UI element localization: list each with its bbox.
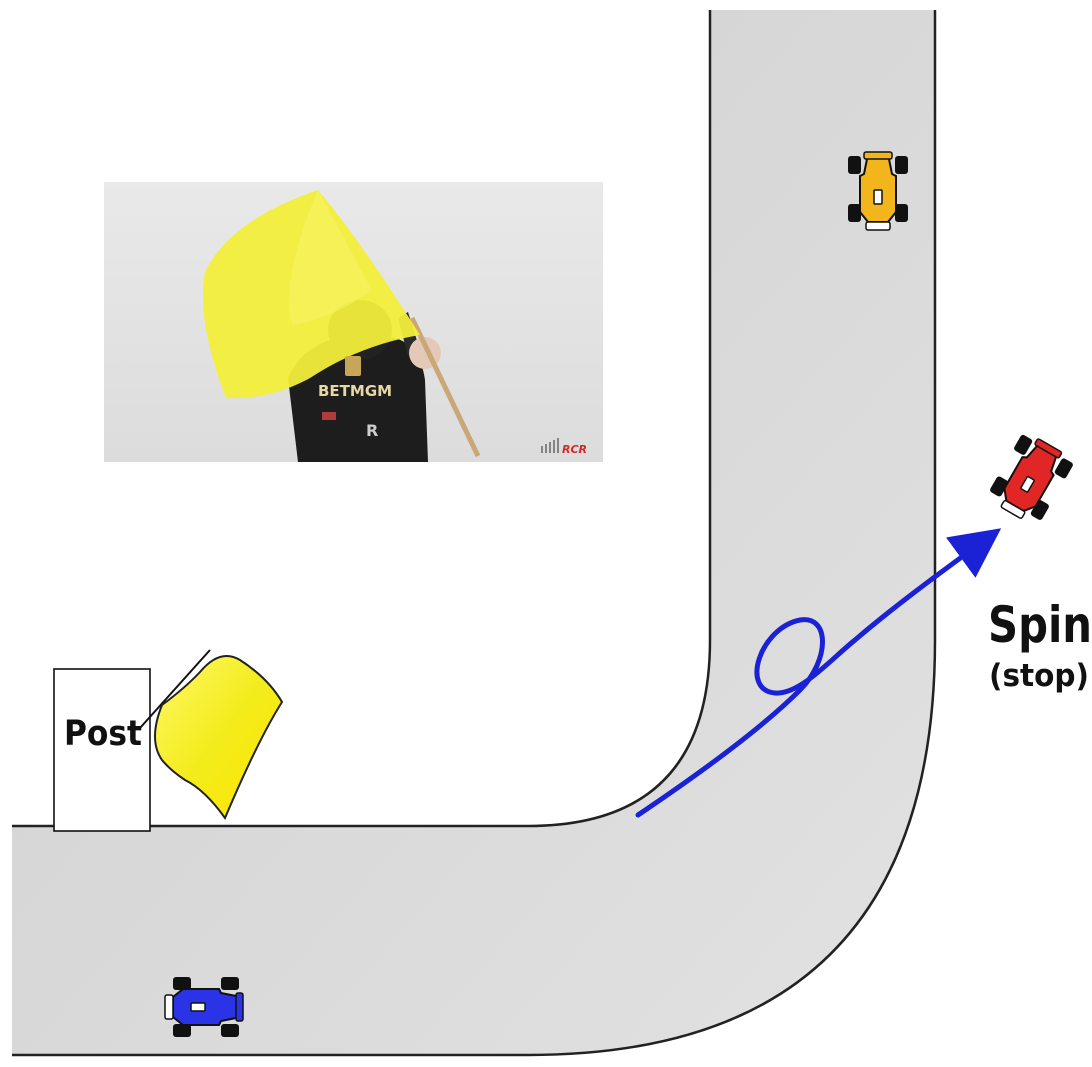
track-inner-edge xyxy=(12,10,712,828)
track-outer-edge xyxy=(12,10,937,1057)
photo-watermark: RCR xyxy=(562,443,587,456)
svg-text:R: R xyxy=(366,421,378,440)
yellow-flag-icon xyxy=(139,649,284,821)
stop-label: (stop) xyxy=(989,658,1089,694)
race-track xyxy=(12,10,937,1057)
post-label: Post xyxy=(64,714,142,754)
spin-path-arrow xyxy=(635,528,1002,818)
blue-car-icon xyxy=(164,977,244,1037)
red-car-icon xyxy=(990,434,1073,520)
post-box: Post xyxy=(53,668,151,832)
yellow-car-icon xyxy=(848,151,908,231)
flag-waver-photo: BETMGM R RCR xyxy=(104,182,603,462)
spin-label: Spin xyxy=(988,596,1092,654)
photo-shirt-text: BETMGM xyxy=(318,382,392,400)
